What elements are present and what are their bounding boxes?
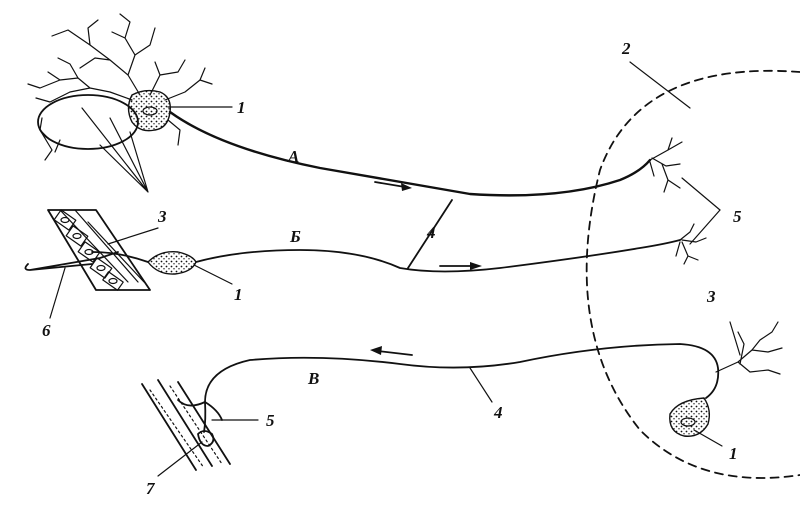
leader-lines (49, 61, 741, 477)
label-dendrites-a: 3 (157, 207, 167, 226)
label-dendrites-v: 3 (706, 287, 716, 306)
label-body-b: 1 (234, 285, 243, 304)
neuron-v-axon (204, 343, 720, 403)
neuron-v-soma (669, 397, 711, 437)
label-cns-boundary: 2 (621, 39, 631, 58)
neuron-v-dendrites (715, 321, 783, 375)
epithelium-strip (47, 209, 151, 291)
label-body-a: 1 (237, 98, 246, 117)
label-axon-ab: 4 (426, 223, 436, 242)
label-endings-a: 5 (733, 207, 742, 226)
cns-boundary-line (585, 69, 800, 479)
neuron-a-dendrites (27, 13, 213, 161)
pointer-lines (81, 107, 149, 193)
neuron-b-axon (195, 239, 681, 273)
neuron-a-oval (37, 94, 139, 150)
muscle-fiber (141, 379, 231, 471)
neuron-a-axon (168, 110, 652, 197)
label-neuron-b: Б (289, 227, 301, 246)
label-receptor: 6 (42, 321, 51, 340)
label-body-v: 1 (729, 444, 738, 463)
label-ending-v: 5 (266, 411, 275, 430)
label-axon-v: 4 (493, 403, 503, 422)
motor-ending (177, 399, 223, 433)
neuron-b-soma (147, 251, 197, 275)
label-neuron-v: В (307, 369, 319, 388)
neuron-b-terminals (675, 223, 707, 265)
neuron-v (141, 321, 783, 471)
neuron-b (24, 209, 707, 291)
label-muscle: 7 (146, 479, 156, 498)
label-neuron-a: А (287, 147, 299, 166)
receptor-process (24, 251, 119, 271)
neuron-v-nucleus (680, 417, 696, 427)
neuron-a-nucleus (142, 106, 158, 116)
neuron-a (27, 13, 683, 197)
epithelium-cells (53, 209, 124, 291)
neuron-a-terminals (649, 137, 683, 193)
neuron-a-soma (127, 89, 171, 132)
